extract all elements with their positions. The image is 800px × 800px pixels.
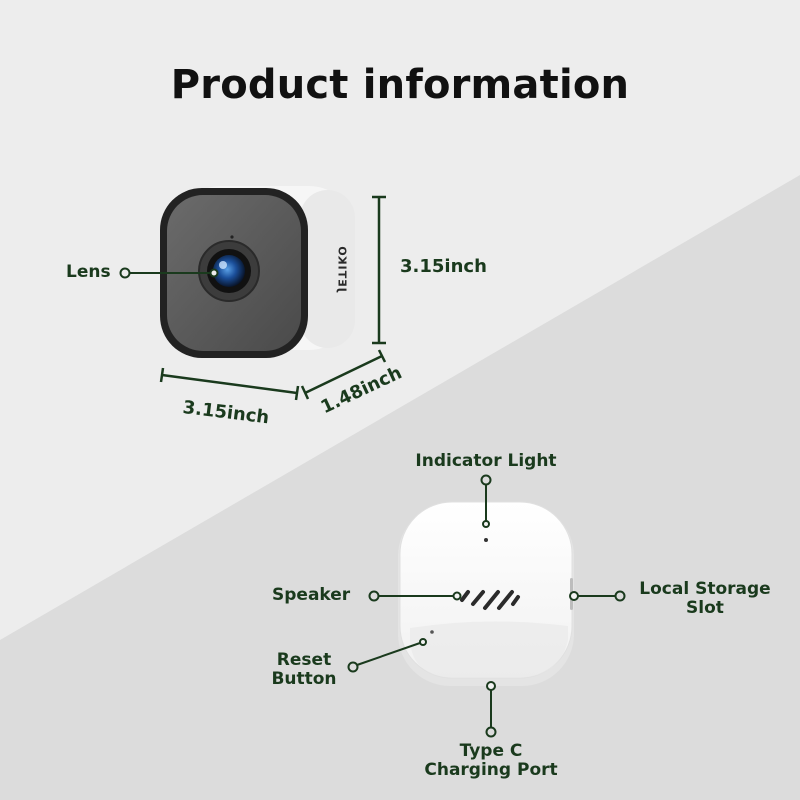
speaker-label: Speaker <box>272 585 351 605</box>
brand-logo: JETIKO <box>335 245 349 292</box>
type-c-charging-port-label: Type C Charging Port <box>406 742 576 780</box>
indicator-light-label: Indicator Light <box>415 451 557 471</box>
back-callout-lines <box>347 474 626 738</box>
local-storage-label-line1: Local Storage <box>639 579 771 599</box>
lens-label: Lens <box>66 262 111 282</box>
local-storage-label-line2: Slot <box>686 598 724 618</box>
lens-callout <box>119 267 219 279</box>
reset-label-line2: Button <box>271 669 337 689</box>
height-dimension-label: 3.15inch <box>400 256 487 277</box>
reset-label-line1: Reset <box>276 650 332 670</box>
type-c-label-line1: Type C <box>459 741 523 761</box>
dimension-lines <box>159 195 387 401</box>
camera-back-view <box>398 501 574 686</box>
type-c-label-line2: Charging Port <box>424 760 558 780</box>
camera-front-view <box>160 186 355 358</box>
local-storage-slot-label: Local Storage Slot <box>630 580 780 618</box>
reset-button-label: Reset Button <box>262 651 346 689</box>
page-title: Product information <box>170 62 630 108</box>
